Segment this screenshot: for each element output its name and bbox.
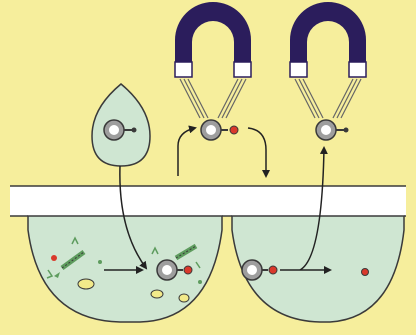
plate-strip — [10, 186, 406, 216]
released-target — [362, 269, 369, 276]
